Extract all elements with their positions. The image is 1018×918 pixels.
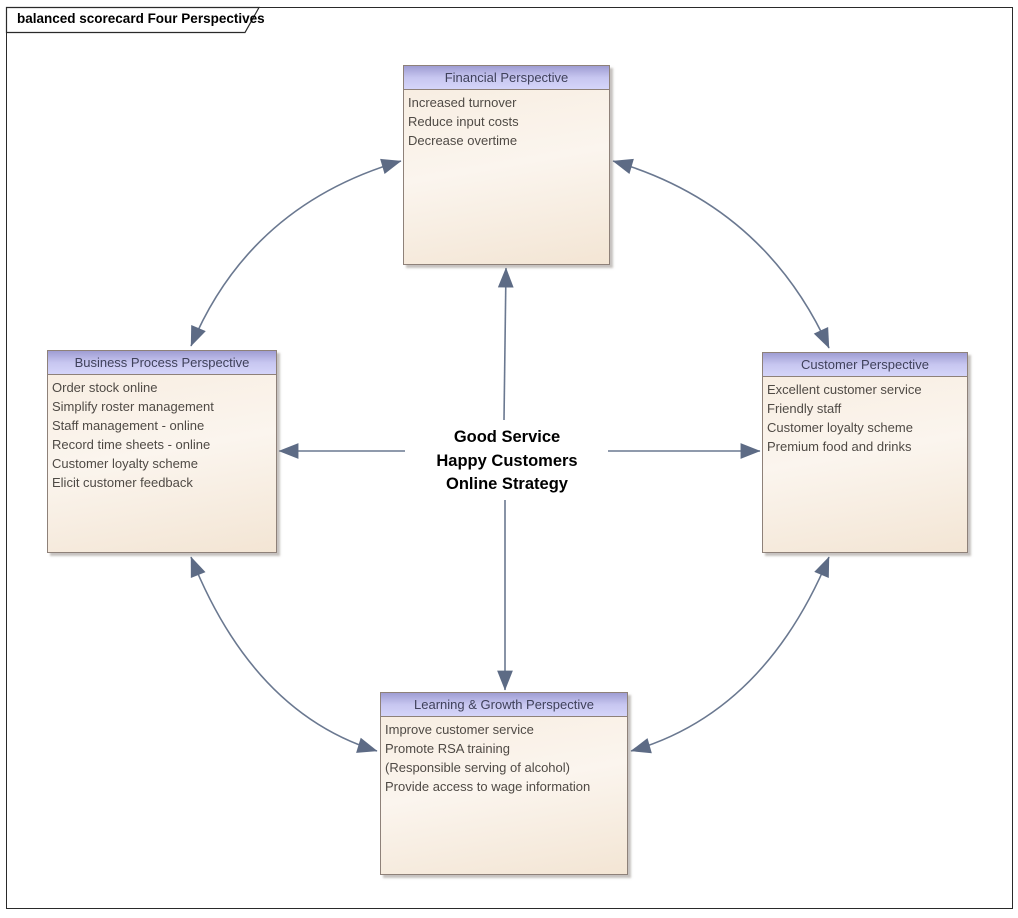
center-strategy-line: Happy Customers <box>436 451 578 470</box>
connector-business-learning[interactable] <box>190 556 378 753</box>
node-item: Decrease overtime <box>408 133 518 148</box>
center-strategy-line: Good Service <box>453 428 561 446</box>
node-item: Premium food and drinks <box>767 439 912 454</box>
node-body: Increased turnover Reduce input costs De… <box>404 90 609 150</box>
node-title: Financial Perspective <box>404 66 609 90</box>
center-strategy-text[interactable]: Good Service Happy Customers Online Stra… <box>397 426 617 497</box>
node-item: Increased turnover <box>408 95 517 110</box>
center-strategy-line: Online Strategy <box>446 475 568 493</box>
node-item: Improve customer service <box>385 722 534 737</box>
node-item: Record time sheets - online <box>52 437 211 452</box>
node-body: Excellent customer service Friendly staf… <box>763 377 967 456</box>
node-item: Customer loyalty scheme <box>52 456 198 471</box>
node-item: Excellent customer service <box>767 382 922 397</box>
node-title: Business Process Perspective <box>48 351 276 375</box>
node-body: Improve customer service Promote RSA tra… <box>381 717 627 796</box>
node-item: Friendly staff <box>767 401 842 416</box>
node-item: Customer loyalty scheme <box>767 420 913 435</box>
node-item: Order stock online <box>52 380 158 395</box>
node-learning-growth-perspective[interactable]: Learning & Growth Perspective Improve cu… <box>380 692 628 875</box>
node-item: Provide access to wage information <box>385 779 591 794</box>
node-body: Order stock online Simplify roster manag… <box>48 375 276 492</box>
node-item: Reduce input costs <box>408 114 519 129</box>
node-title: Learning & Growth Perspective <box>381 693 627 717</box>
connector-center-financial[interactable] <box>497 267 514 421</box>
node-item: Simplify roster management <box>52 399 214 414</box>
connector-customer-learning[interactable] <box>630 556 830 754</box>
node-business-process-perspective[interactable]: Business Process Perspective Order stock… <box>47 350 277 553</box>
node-customer-perspective[interactable]: Customer Perspective Excellent customer … <box>762 352 968 553</box>
diagram-frame <box>6 7 1013 909</box>
diagram-tab-shape <box>5 6 261 34</box>
connector-financial-business[interactable] <box>190 158 402 347</box>
node-item: (Responsible serving of alcohol) <box>385 760 570 775</box>
node-financial-perspective[interactable]: Financial Perspective Increased turnover… <box>403 65 610 265</box>
node-item: Staff management - online <box>52 418 205 433</box>
node-title: Customer Perspective <box>763 353 967 377</box>
node-item: Elicit customer feedback <box>52 475 193 490</box>
diagram-title: balanced scorecard Four Perspectives <box>17 11 265 26</box>
connector-financial-customer[interactable] <box>612 158 830 349</box>
node-item: Promote RSA training <box>385 741 511 756</box>
